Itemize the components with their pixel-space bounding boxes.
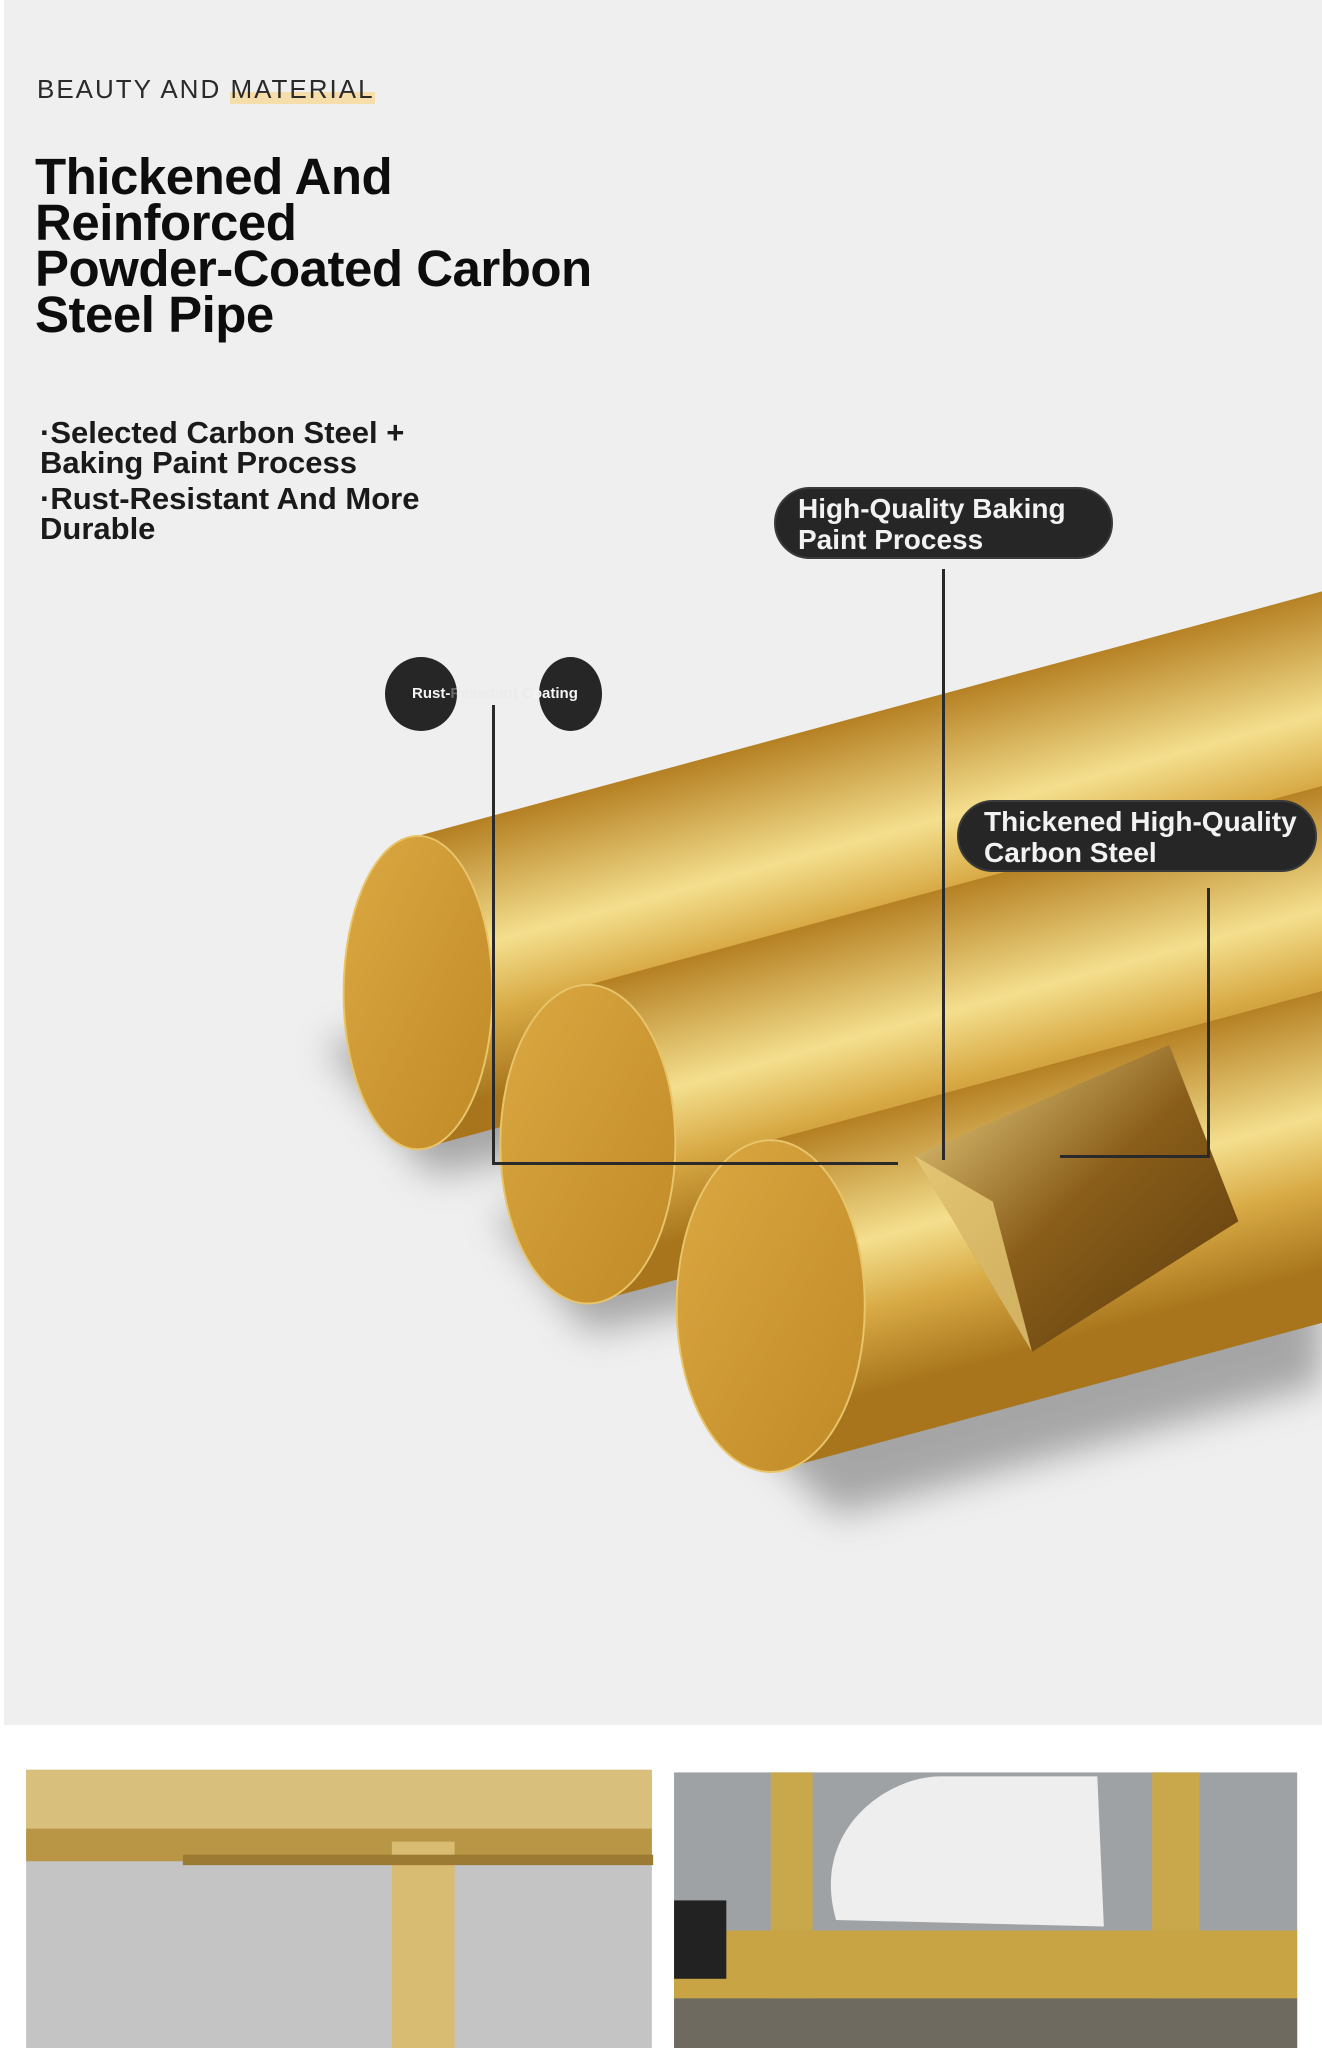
callout-carbon-steel: Thickened High-Quality Carbon Steel <box>957 800 1317 872</box>
bullet-line: ·Rust-Resistant And More <box>40 481 420 516</box>
leader-line <box>1060 1155 1210 1158</box>
callout-line: Thickened High-Quality <box>984 806 1297 837</box>
eyebrow-highlight: MATERIAL <box>230 74 375 104</box>
leader-line <box>492 1162 898 1165</box>
leader-line <box>942 569 945 1160</box>
title-line: Steel Pipe <box>35 286 274 343</box>
page-title: Thickened And Reinforced Powder-Coated C… <box>35 148 592 343</box>
callout-line: Paint Process <box>798 524 984 555</box>
table-photo <box>26 1769 654 2048</box>
leader-line <box>492 705 495 1165</box>
section-eyebrow: BEAUTY AND MATERIAL <box>37 74 375 105</box>
eyebrow-text: BEAUTY AND <box>37 74 231 104</box>
bullet-line: Baking Paint Process <box>40 445 358 480</box>
bullet-item: ·Selected Carbon Steel +Baking Paint Pro… <box>40 415 419 480</box>
callout-rust-coating: Rust-Resistant Coating <box>412 685 578 702</box>
callout-line: Carbon Steel <box>984 837 1157 868</box>
coating-text: Rust- <box>412 685 451 702</box>
bullet-line: ·Selected Carbon Steel + <box>40 415 405 450</box>
callout-dot-right <box>539 657 602 731</box>
feature-bullets: ·Selected Carbon Steel +Baking Paint Pro… <box>40 415 420 550</box>
coating-text: oating <box>532 685 578 702</box>
callout-line: High-Quality Baking <box>798 493 1066 524</box>
title-line: Thickened And <box>35 148 393 205</box>
coating-text-faded: Resistant C <box>450 685 533 702</box>
leader-line <box>1207 888 1210 1158</box>
shelf-photo <box>674 1772 1298 2048</box>
callout-paint-process: High-Quality Baking Paint Process <box>774 487 1113 559</box>
callout-dot-left <box>385 657 457 731</box>
pipe-front <box>675 991 1322 1473</box>
bullet-line: Durable <box>40 511 156 546</box>
title-line: Reinforced <box>35 194 297 251</box>
title-line: Powder-Coated Carbon <box>35 240 592 297</box>
